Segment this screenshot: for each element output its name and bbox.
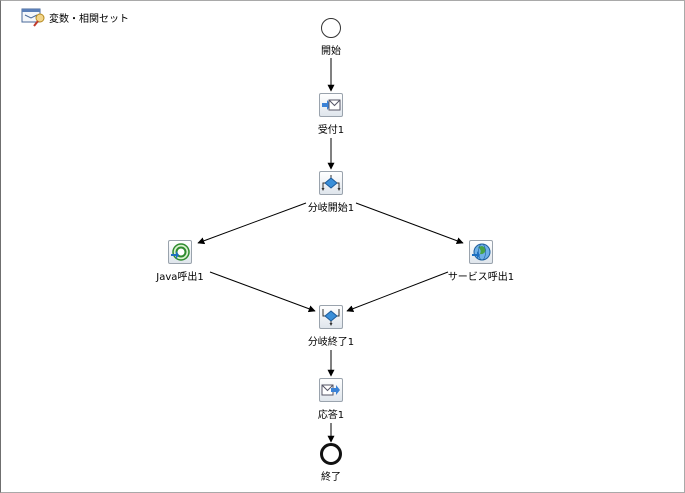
service-invoke-globe-icon xyxy=(472,243,491,261)
variables-correlation-set-button[interactable]: 変数・相関セット xyxy=(21,7,129,27)
java-invoke-icon xyxy=(171,243,190,261)
receive-envelope-icon xyxy=(322,99,341,111)
fork-end-icon xyxy=(322,309,340,326)
fork-start-icon xyxy=(321,175,341,191)
end-event-icon xyxy=(320,443,342,465)
reply-node-label: 応答1 xyxy=(317,410,345,421)
receive-node-label: 受付1 xyxy=(317,125,345,136)
start-event-icon xyxy=(321,18,341,38)
flow-edge-svc1-join1[interactable] xyxy=(346,271,449,312)
flow-edge-fork1-java1[interactable] xyxy=(197,202,307,245)
variables-correlation-icon xyxy=(21,8,45,27)
flow-edge-fork1-svc1[interactable] xyxy=(355,202,464,245)
start-node-label: 開始 xyxy=(321,46,341,57)
reply-envelope-icon xyxy=(321,384,340,396)
fork-end-node-label: 分岐終了1 xyxy=(307,337,355,348)
end-node-label: 終了 xyxy=(321,472,341,483)
service-invoke-node-label: サービス呼出1 xyxy=(447,272,515,283)
fork-start-node-label: 分岐開始1 xyxy=(307,203,355,214)
variables-correlation-set-label: 変数・相関セット xyxy=(49,13,129,25)
flow-edge-java1-join1[interactable] xyxy=(209,271,316,313)
java-invoke-node-label: Java呼出1 xyxy=(156,272,204,283)
